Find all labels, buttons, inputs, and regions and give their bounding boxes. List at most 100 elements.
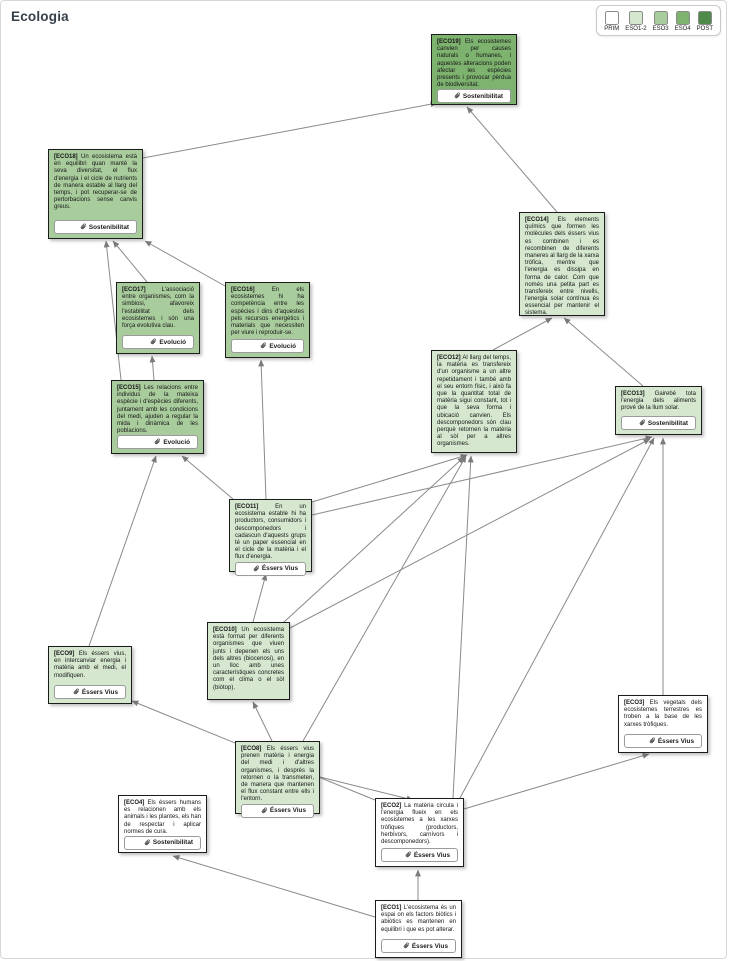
tag-label: Éssers Vius [413,851,450,859]
concept-code: [ECO17] [122,287,146,293]
legend-label: POST [696,26,713,32]
concept-node-eco12[interactable]: [ECO12] Al llarg del temps, la matèria e… [431,350,517,453]
concept-code: [ECO2] [381,803,402,809]
concept-text: [ECO13] Gairebé tota l'energia dels alim… [621,391,696,413]
concept-code: [ECO8] [241,746,262,752]
concept-code: [ECO4] [124,800,145,806]
concept-node-eco17[interactable]: [ECO17] L'associació entre organismes, c… [116,282,200,354]
concept-node-eco3[interactable]: [ECO3] Els vegetals dels ecosistemes ter… [618,695,708,753]
tag-label: Éssers Vius [269,807,306,814]
tag-badge[interactable]: Sostenibilitat [124,835,201,850]
concept-code: [ECO14] [525,217,549,223]
concept-node-eco9[interactable]: [ECO9] Els éssers vius, en intercanviar … [48,646,132,704]
concept-node-eco14[interactable]: [ECO14] Els elements químics que formen … [519,212,605,316]
concept-code: [ECO1] [381,905,402,911]
concept-text: [ECO4] Els éssers humans es relacionen a… [124,800,201,836]
tag-badge[interactable]: Sostenibilitat [437,89,511,104]
concept-body: Els éssers vius, en intercanviar energia… [54,651,126,679]
concept-text: [ECO14] Els elements químics que formen … [525,217,599,318]
concept-text: [ECO10] Un ecosistema està format per di… [213,627,284,692]
paperclip-icon [80,223,86,230]
legend-label: ESO1-2 [625,26,647,32]
concept-code: [ECO12] [437,355,461,361]
concept-body: Els ecosistemes canvien per causes natur… [437,39,511,89]
edge-eco11-eco13 [311,435,653,516]
concept-node-eco19[interactable]: [ECO19] Els ecosistemes canvien per caus… [431,34,517,105]
concept-node-eco16[interactable]: [ECO16] En els ecosistemes hi ha competè… [225,282,310,358]
concept-code: [ECO13] [621,391,645,397]
paperclip-icon [261,342,267,349]
edge-eco10-eco11 [252,573,268,623]
concept-code: [ECO9] [54,651,75,657]
concept-body: Els éssers humans es relacionen amb els … [124,800,202,835]
legend-item-post: POST [697,11,713,32]
concept-body: En els ecosistemes hi ha competència ent… [231,287,304,337]
concept-node-eco2[interactable]: [ECO2] La matèria circula i l'energia fl… [375,798,464,867]
legend-item-prim: PRIM [604,11,619,32]
concept-text: [ECO16] En els ecosistemes hi ha competè… [231,287,304,337]
paperclip-icon [403,942,409,949]
edge-eco15-eco18 [103,240,122,381]
tag-label: Sostenibilitat [152,839,193,847]
edge-eco2-eco13 [459,437,655,799]
paperclip-icon [253,565,259,571]
tag-badge[interactable]: Sostenibilitat [621,416,696,430]
paperclip-icon [73,688,79,695]
concept-text: [ECO18] Un ecosistema està en equilibri … [54,154,137,212]
paperclip-icon [155,438,161,445]
tag-label: Evolució [163,438,190,446]
legend-swatch [697,11,712,25]
edge-eco9-eco15 [88,455,157,647]
concept-node-eco8[interactable]: [ECO8] Els éssers vius prenen matèria i … [235,741,320,818]
legend-label: PRIM [604,26,620,32]
tag-label: Éssers Vius [411,942,448,950]
concept-code: [ECO11] [235,504,259,510]
legend-swatch [675,11,690,25]
concept-node-eco15[interactable]: [ECO15] Les relacions entre individus de… [111,380,204,454]
edge-eco11-eco12 [311,453,468,503]
paperclip-icon [151,338,157,345]
concept-node-eco4[interactable]: [ECO4] Els éssers humans es relacionen a… [118,795,207,853]
concept-node-eco1[interactable]: [ECO1] L'ecosistema és un espai on els f… [375,900,462,958]
tag-badge[interactable]: Sostenibilitat [54,220,137,234]
concept-body: Els elements químics que formen les molè… [525,217,599,317]
tag-badge[interactable]: Éssers Vius [241,803,314,818]
concept-body: Els vegetals dels ecosistemes terrestres… [624,700,702,728]
edge-eco16-eco18 [144,240,226,287]
edge-eco17-eco18 [112,240,148,283]
concept-text: [ECO9] Els éssers vius, en intercanviar … [54,651,126,680]
paperclip-icon [261,807,267,813]
concept-node-eco13[interactable]: [ECO13] Gairebé tota l'energia dels alim… [615,386,702,435]
concept-text: [ECO8] Els éssers vius prenen matèria i … [241,746,314,804]
concept-code: [ECO10] [213,627,237,633]
concept-text: [ECO2] La matèria circula i l'energia fl… [381,803,458,846]
tag-badge[interactable]: Éssers Vius [381,848,458,862]
tag-badge[interactable]: Éssers Vius [624,734,702,748]
tag-badge[interactable]: Éssers Vius [235,561,306,576]
tag-badge[interactable]: Evolució [231,339,304,353]
concept-code: [ECO19] [437,39,461,45]
edge-eco2-eco12 [452,455,474,799]
legend-item-eso4: ESO4 [675,11,691,32]
concept-node-eco10[interactable]: [ECO10] Un ecosistema està format per di… [207,622,290,700]
tag-badge[interactable]: Éssers Vius [54,685,126,699]
concept-node-eco18[interactable]: [ECO18] Un ecosistema està en equilibri … [48,149,143,239]
concept-body: Les relacions entre individus de la mate… [117,385,198,435]
edge-eco18-eco19 [142,101,438,159]
edge-eco2-eco3 [463,752,650,810]
tag-badge[interactable]: Éssers Vius [381,939,456,953]
concept-body: La matèria circula i l'energia flueix en… [381,803,458,845]
concept-text: [ECO19] Els ecosistemes canvien per caus… [437,39,511,89]
legend-swatch [604,11,619,25]
tag-badge[interactable]: Evolució [122,335,194,349]
concept-node-eco11[interactable]: [ECO11] En un ecosistema estable hi ha p… [229,499,312,576]
paperclip-icon [649,737,655,744]
tag-badge[interactable]: Evolució [117,435,198,450]
concept-body: L'associació entre organismes, com la si… [122,287,194,329]
concept-code: [ECO15] [117,385,141,391]
concept-text: [ECO1] L'ecosistema és un espai on els f… [381,905,456,934]
tag-label: Evolució [269,342,296,350]
